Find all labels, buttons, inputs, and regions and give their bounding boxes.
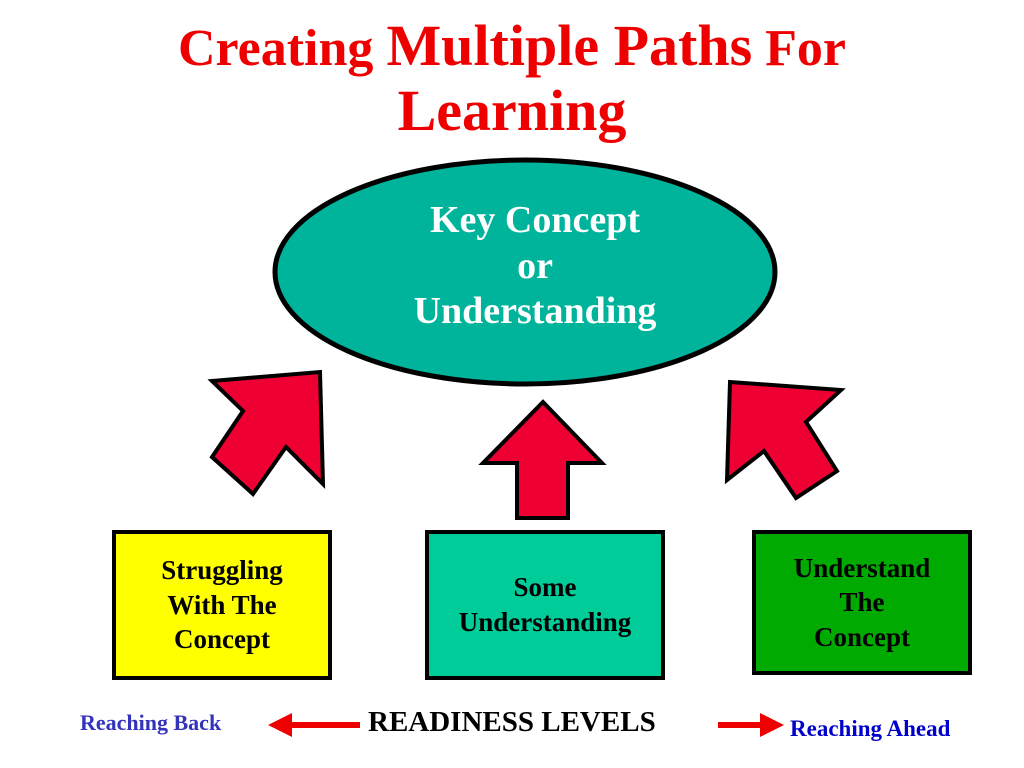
some-understanding-line-2: Understanding: [458, 607, 632, 637]
some-understanding-line-1: Some: [513, 572, 577, 603]
key-concept-ellipse: [272, 157, 778, 387]
title-part-multiple-paths: Multiple Paths: [386, 13, 753, 78]
understand-concept-line-2: The: [839, 587, 885, 618]
struggling-box-line-2: With The: [167, 589, 277, 620]
title-part-creating: Creating: [177, 20, 387, 77]
slide-title: Creating Multiple Paths For Learning: [0, 13, 1024, 144]
struggling-box: Struggling With The Concept: [112, 530, 332, 680]
reaching-back-label: Reaching Back: [80, 710, 222, 735]
key-concept-text: Key Concept or Understanding: [355, 198, 715, 335]
left-up-arrow: [207, 369, 326, 497]
understand-concept-line-3: Concept: [814, 621, 910, 652]
title-part-for: For: [752, 20, 847, 77]
understand-concept-line-1: Understand: [793, 552, 931, 583]
key-concept-line-2: or: [517, 244, 553, 287]
readiness-levels-label: READINESS LEVELS: [368, 706, 656, 738]
middle-up-arrow: [478, 399, 607, 520]
struggling-box-line-3: Concept: [174, 624, 270, 655]
some-understanding-box: Some Understanding: [425, 530, 665, 680]
right-up-arrow: [724, 379, 846, 501]
key-concept-line-3: Understanding: [413, 290, 657, 333]
reaching-ahead-label: Reaching Ahead: [790, 716, 951, 741]
title-line-2: Learning: [397, 77, 627, 143]
title-line-1: Creating Multiple Paths For: [0, 13, 1024, 79]
reaching-ahead-arrow-icon: [760, 713, 784, 737]
key-concept-line-1: Key Concept: [429, 199, 641, 241]
understand-concept-box: Understand The Concept: [752, 530, 972, 675]
reaching-back-arrow-icon: [268, 713, 292, 737]
struggling-box-line-1: Struggling: [161, 555, 283, 586]
